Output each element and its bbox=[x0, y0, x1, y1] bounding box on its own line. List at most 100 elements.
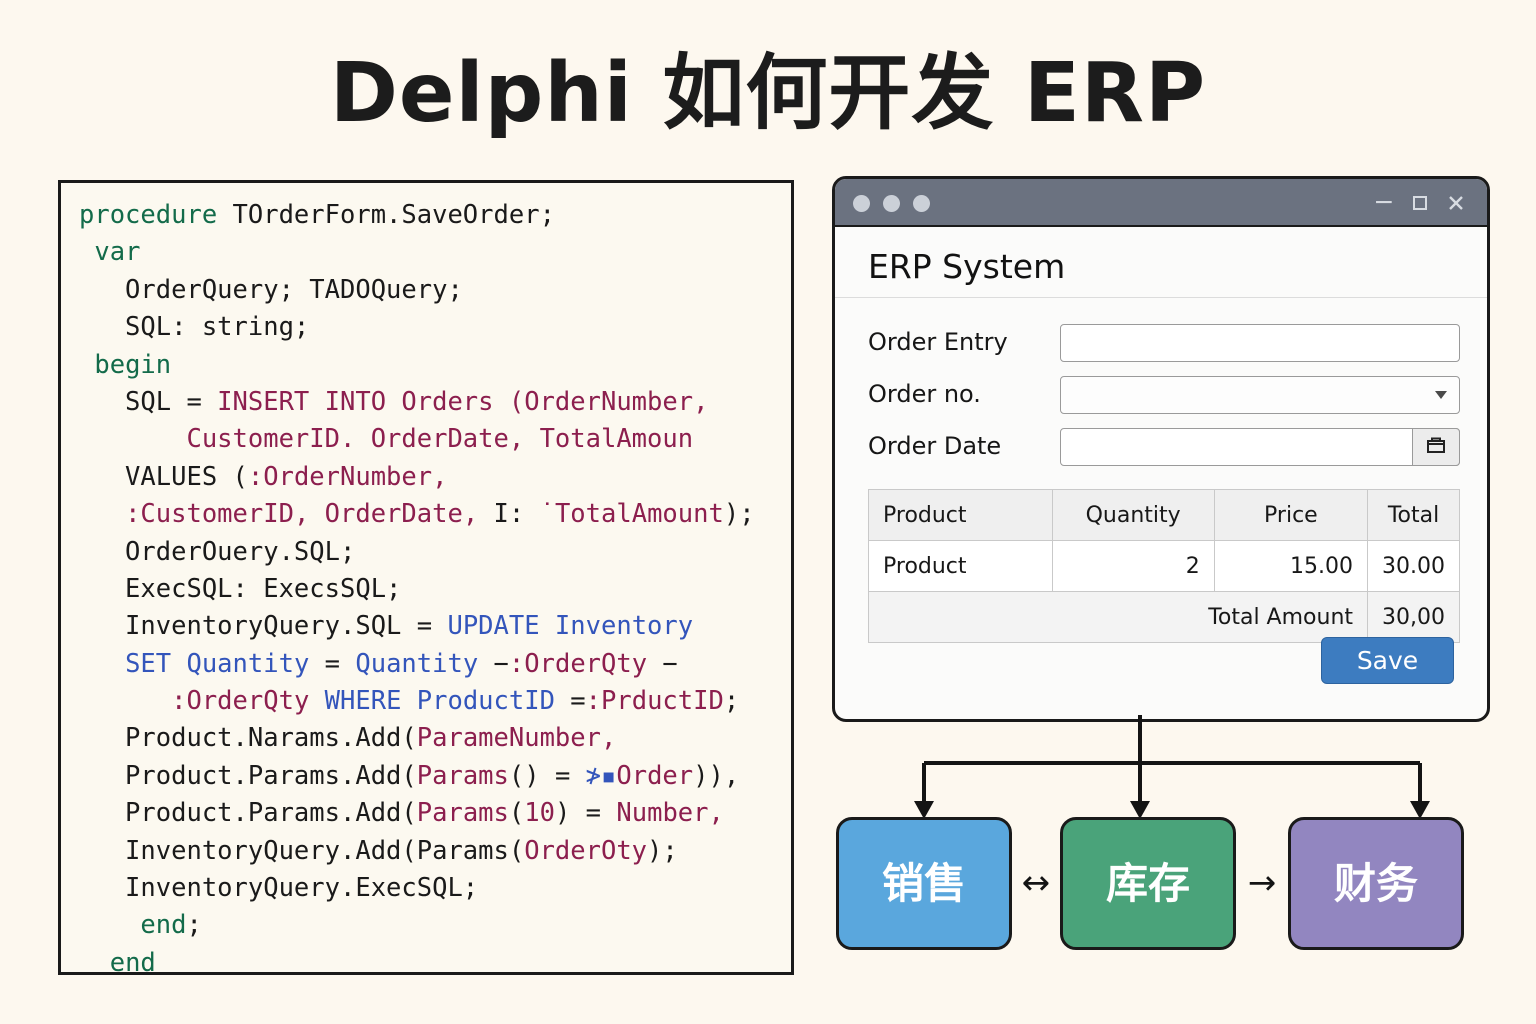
code-token: ) = bbox=[554, 798, 617, 829]
order-lines-table: Product Quantity Price Total Product 2 1… bbox=[867, 489, 1460, 643]
code-token: TOrderForm.SaveOrder; bbox=[217, 200, 555, 230]
code-line: Product.Narams.Add(ParameNumber, bbox=[79, 720, 789, 757]
cell-price: 15.00 bbox=[1213, 540, 1369, 592]
code-token bbox=[79, 910, 140, 940]
code-token bbox=[309, 686, 324, 716]
code-token: var bbox=[94, 237, 141, 268]
code-token: :OrderNumber, bbox=[247, 461, 448, 492]
maximize-icon[interactable] bbox=[1405, 187, 1435, 217]
erp-window: − ERP System Order Entry Order no. Order… bbox=[832, 176, 1490, 722]
code-token: begin bbox=[94, 349, 172, 380]
minimize-icon[interactable]: − bbox=[1373, 187, 1395, 216]
code-line: :CustomerID, OrderDate, I: ˙TotalAmount)… bbox=[79, 496, 789, 533]
save-button[interactable]: Save bbox=[1321, 637, 1454, 684]
arrowhead-finance bbox=[1410, 801, 1430, 819]
code-line: var bbox=[79, 234, 789, 271]
arrowhead-inventory bbox=[1130, 801, 1150, 819]
flow-box-finance[interactable]: 财务 bbox=[1288, 817, 1464, 950]
code-line: SET Quantity = Quantity −:OrderQty − bbox=[79, 646, 789, 683]
code-token: Product.Narams.Add( bbox=[79, 723, 417, 754]
code-token bbox=[79, 237, 94, 267]
code-line: begin bbox=[79, 347, 789, 384]
code-token: ( bbox=[508, 798, 525, 829]
arrow-sales-inventory: ↔ bbox=[1021, 863, 1051, 903]
total-amount-value: 30,00 bbox=[1367, 591, 1460, 643]
code-token: :OrderQty bbox=[171, 686, 310, 717]
code-panel: procedure TOrderForm.SaveOrder; var Orde… bbox=[58, 180, 794, 975]
code-token: 10 bbox=[524, 798, 555, 829]
column-header-price: Price bbox=[1213, 489, 1369, 541]
code-token: ˙TotalAmount bbox=[524, 499, 724, 530]
arrow-inventory-finance: → bbox=[1247, 863, 1277, 903]
code-token: − bbox=[647, 648, 678, 679]
table-row[interactable]: Product 2 15.00 30.00 bbox=[868, 540, 1460, 592]
code-token: :CustomerID, OrderDate, bbox=[125, 499, 494, 530]
cell-quantity: 2 bbox=[1051, 540, 1215, 592]
code-lines: procedure TOrderForm.SaveOrder; var Orde… bbox=[79, 197, 789, 975]
code-line: Product.Params.Add(Params() = ≯▪Order)), bbox=[79, 758, 789, 795]
code-token bbox=[79, 686, 171, 716]
order-no-label: Order no. bbox=[868, 380, 981, 408]
code-token: CustomerID. OrderDate, TotalAmoun bbox=[186, 424, 694, 455]
header-divider bbox=[835, 297, 1487, 298]
code-token: )), bbox=[693, 760, 740, 791]
order-date-input[interactable] bbox=[1060, 428, 1460, 466]
code-token: InventoryQuery.Add(Params( bbox=[79, 835, 525, 866]
code-token: end bbox=[109, 947, 156, 975]
close-icon[interactable] bbox=[1441, 187, 1471, 217]
page-title: Delphi 如何开发 ERP bbox=[329, 46, 1207, 141]
code-line: CustomerID. OrderDate, TotalAmoun bbox=[79, 421, 789, 458]
code-token: OrderOuery.SQL; bbox=[79, 536, 356, 567]
code-token: ; bbox=[723, 686, 740, 717]
code-line: OrderOuery.SQL; bbox=[79, 534, 789, 571]
flow-connector bbox=[914, 715, 1430, 819]
code-token: ; bbox=[186, 910, 202, 941]
flow-box-inventory[interactable]: 库存 bbox=[1060, 817, 1236, 950]
code-token: ); bbox=[647, 835, 678, 866]
code-token: Params bbox=[416, 798, 509, 829]
traffic-light-dot-1[interactable] bbox=[853, 195, 870, 212]
traffic-light-dot-3[interactable] bbox=[913, 195, 930, 212]
calendar-button[interactable] bbox=[1412, 428, 1460, 466]
order-no-select[interactable] bbox=[1060, 376, 1460, 414]
cell-product: Product bbox=[868, 540, 1053, 592]
calendar-icon bbox=[1425, 435, 1447, 459]
code-line: InventoryQuery.SQL = UPDATE Inventory bbox=[79, 608, 789, 645]
code-token: Product.Params.Add( bbox=[79, 760, 417, 791]
column-header-product: Product bbox=[868, 489, 1053, 541]
code-token: = bbox=[309, 648, 356, 679]
order-entry-input[interactable] bbox=[1060, 324, 1460, 362]
code-token: ); bbox=[723, 499, 755, 530]
order-entry-label: Order Entry bbox=[868, 328, 1008, 356]
code-line: end; bbox=[79, 907, 789, 944]
code-token: :OrderQty bbox=[508, 648, 648, 679]
code-token: OrderQuery; TADOQuery; bbox=[79, 274, 463, 305]
code-token: I: bbox=[493, 499, 525, 530]
code-token: InventoryQuery.ExecSQL; bbox=[79, 873, 479, 904]
code-token: ≯▪ bbox=[585, 760, 617, 791]
code-line: :OrderQty WHERE ProductID =:PrductID; bbox=[79, 683, 789, 720]
form-row-order-entry: Order Entry bbox=[868, 324, 1460, 364]
erp-heading: ERP System bbox=[868, 247, 1066, 286]
code-line: ExecSQL: ExecsSQL; bbox=[79, 571, 789, 608]
traffic-light-dot-2[interactable] bbox=[883, 195, 900, 212]
code-token: () = bbox=[508, 760, 586, 791]
table-header-row: Product Quantity Price Total bbox=[868, 489, 1460, 541]
table-total-row: Total Amount 30,00 bbox=[867, 591, 1460, 643]
code-token: = bbox=[554, 686, 586, 717]
code-token: INSERT INTO Orders (OrderNumber, bbox=[217, 386, 709, 417]
code-token: ParameNumber, bbox=[416, 723, 617, 754]
code-token: Order bbox=[616, 760, 694, 791]
code-line: InventoryQuery.Add(Params(OrderOty); bbox=[79, 833, 789, 870]
code-token bbox=[79, 948, 110, 972]
code-token bbox=[79, 649, 125, 679]
code-token: Quantity bbox=[355, 648, 479, 679]
flow-box-sales[interactable]: 销售 bbox=[836, 817, 1012, 950]
code-line: OrderQuery; TADOQuery; bbox=[79, 272, 789, 309]
code-token: Params bbox=[416, 760, 509, 791]
chevron-down-icon bbox=[1435, 391, 1447, 399]
code-line: Product.Params.Add(Params(10) = Number, bbox=[79, 795, 789, 832]
code-token: SET Quantity bbox=[125, 648, 310, 679]
code-token: WHERE ProductID bbox=[324, 686, 555, 717]
code-token: procedure bbox=[79, 200, 218, 230]
